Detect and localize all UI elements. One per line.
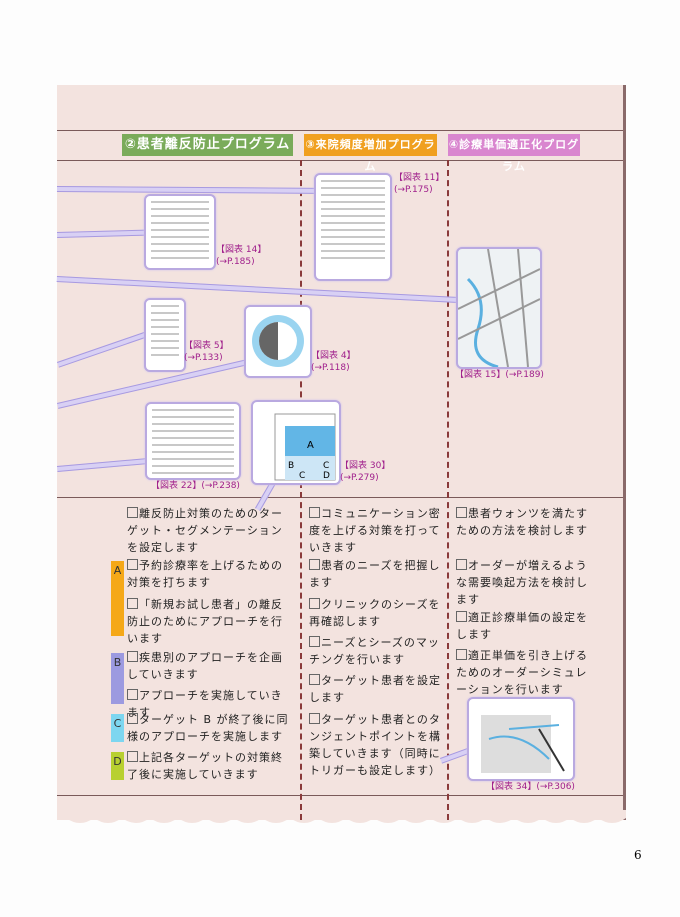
figure-5-thumbnail[interactable] bbox=[144, 298, 186, 372]
badge-d: D bbox=[111, 752, 124, 780]
divider bbox=[57, 130, 623, 131]
svg-text:B: B bbox=[288, 461, 294, 471]
figure-34-ref[interactable]: 【図表 34】(→P.306) bbox=[486, 782, 575, 792]
checklist-item[interactable]: 適正単価を引き上げるためのオーダーシミュレーションを行います bbox=[456, 647, 591, 698]
figure-4-ref[interactable]: 【図表 4】(→P.118) bbox=[311, 351, 356, 373]
checklist-item[interactable]: 離反防止対策のためのターゲット・セグメンテーションを設定します bbox=[127, 505, 292, 556]
badge-c: C bbox=[111, 714, 124, 742]
figure-14-thumbnail[interactable] bbox=[144, 194, 216, 270]
figure-15-map-thumbnail[interactable] bbox=[456, 247, 542, 369]
checklist-item[interactable]: コミュニケーション密度を上げる対策を打っていきます bbox=[309, 505, 444, 556]
checklist-item[interactable]: ニーズとシーズのマッチングを行います bbox=[309, 634, 444, 668]
svg-text:C: C bbox=[299, 471, 305, 481]
figure-14-ref[interactable]: 【図表 14】(→P.185) bbox=[216, 245, 267, 267]
figure-30-ref[interactable]: 【図表 30】(→P.279) bbox=[340, 461, 386, 483]
divider bbox=[57, 160, 623, 161]
figure-15-ref[interactable]: 【図表 15】(→P.189) bbox=[455, 370, 544, 380]
checklist-item[interactable]: 適正診療単価の設定をします bbox=[456, 609, 591, 643]
checklist-item[interactable]: 上記各ターゲットの対策終了後に実施していきます bbox=[127, 749, 292, 783]
checklist-item[interactable]: 「新規お試し患者」の離反防止のためにアプローチを行います bbox=[127, 596, 292, 647]
wavy-edge bbox=[57, 810, 626, 823]
checklist-item[interactable]: 疾患別のアプローチを企画していきます bbox=[127, 649, 292, 683]
badge-a: A bbox=[111, 561, 124, 636]
svg-text:D: D bbox=[323, 471, 330, 481]
figure-11-thumbnail[interactable] bbox=[314, 173, 392, 281]
page-number: 6 bbox=[634, 848, 642, 862]
checklist-item[interactable]: 患者のニーズを把握します bbox=[309, 557, 444, 591]
figure-4-thumbnail[interactable] bbox=[244, 305, 312, 378]
checklist-item[interactable]: 予約診療率を上げるための対策を打ちます bbox=[127, 557, 292, 591]
header-program-2: ②患者離反防止プログラム bbox=[122, 134, 293, 156]
column-divider bbox=[447, 160, 449, 820]
header-program-4: ④診療単価適正化プログラム bbox=[448, 134, 580, 173]
badge-b: B bbox=[111, 653, 124, 704]
checklist-item[interactable]: 患者ウォンツを満たすための方法を検討します bbox=[456, 505, 591, 539]
checklist-item[interactable]: クリニックのシーズを再確認します bbox=[309, 596, 444, 630]
svg-text:A: A bbox=[307, 440, 314, 451]
svg-text:C: C bbox=[323, 461, 329, 471]
header-program-3: ③来院頻度増加プログラム bbox=[304, 134, 437, 173]
divider bbox=[57, 497, 623, 498]
checklist-item[interactable]: ターゲット患者を設定します bbox=[309, 672, 444, 706]
checklist-item[interactable]: ターゲット患者とのタンジェントポイントを構築していきます（同時にトリガーも設定し… bbox=[309, 711, 444, 779]
checklist-item[interactable]: オーダーが増えるような需要喚起方法を検討します bbox=[456, 557, 591, 608]
figure-34-thumbnail[interactable] bbox=[467, 697, 575, 781]
figure-5-ref[interactable]: 【図表 5】(→P.133) bbox=[184, 341, 229, 363]
divider bbox=[57, 795, 623, 796]
figure-22-ref[interactable]: 【図表 22】(→P.238) bbox=[151, 481, 240, 491]
figure-22-thumbnail[interactable] bbox=[145, 402, 241, 480]
checklist-item[interactable]: ターゲット B が終了後に同様のアプローチを実施します bbox=[127, 711, 292, 745]
figure-11-ref[interactable]: 【図表 11】(→P.175) bbox=[394, 173, 440, 195]
column-divider bbox=[300, 160, 302, 820]
